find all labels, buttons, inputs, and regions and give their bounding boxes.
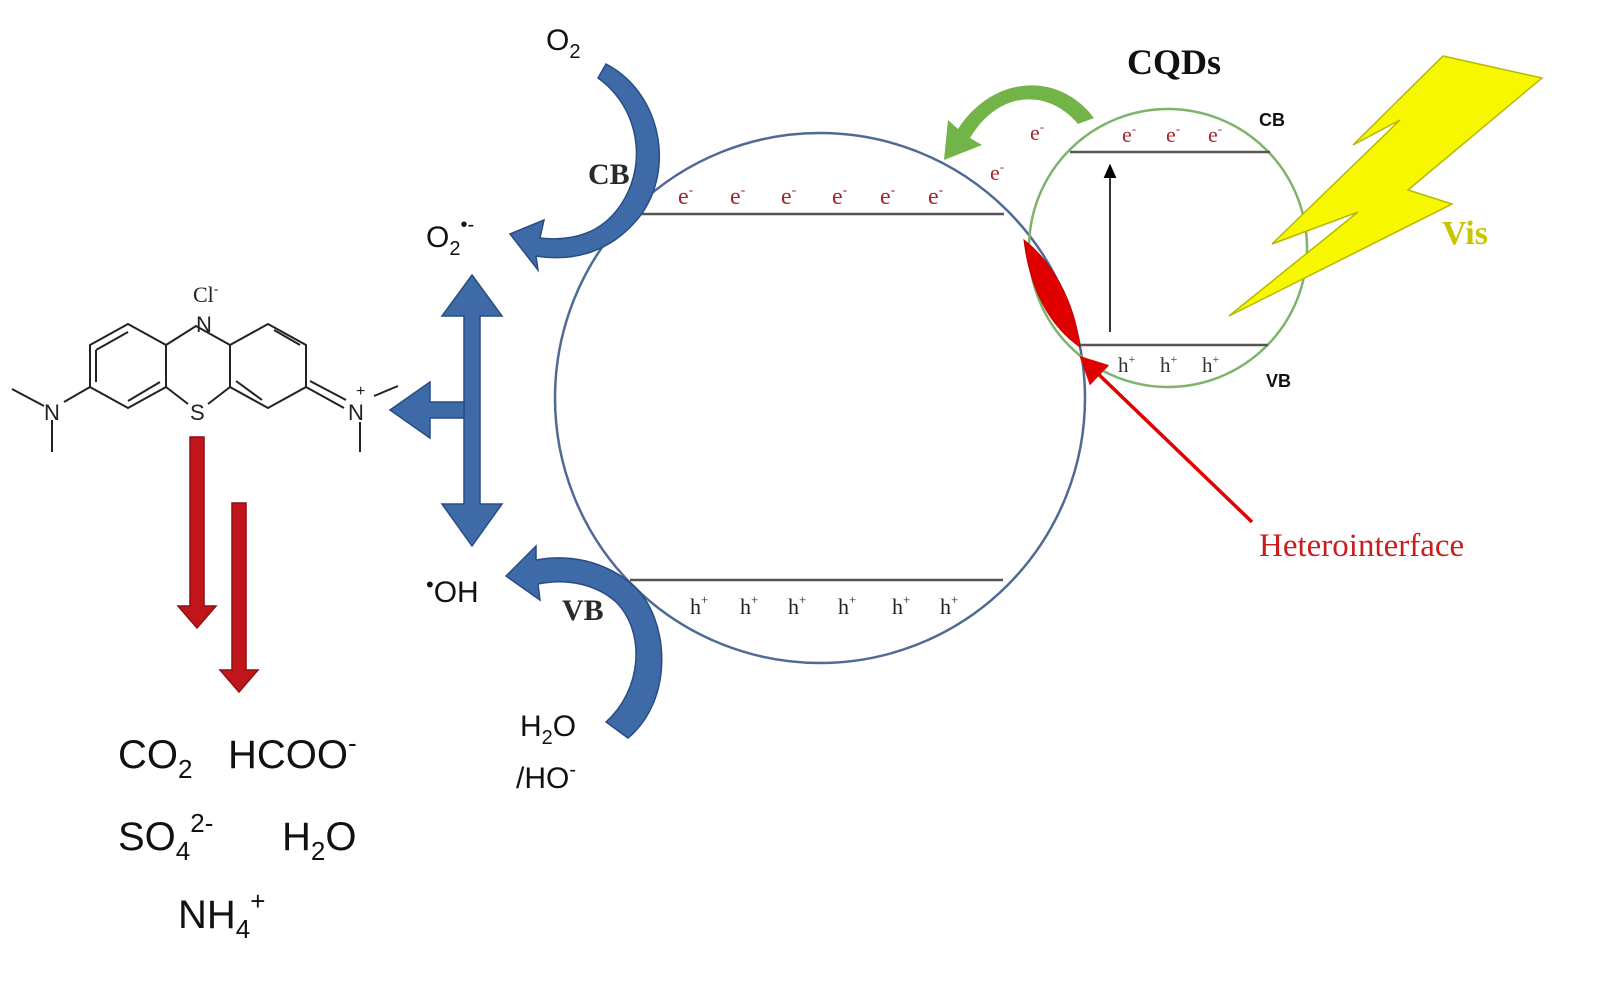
radical-attack-arrow — [388, 380, 465, 440]
product-co2: CO2 — [118, 733, 192, 784]
cqd-cb-label: CB — [1259, 110, 1285, 130]
cqd-hole: h+ — [1160, 352, 1178, 377]
heterointerface-label: Heterointerface — [1259, 528, 1464, 564]
transfer-electron: e- — [990, 159, 1004, 185]
methylene-blue-molecule — [11, 322, 399, 452]
cqd-holes: h+ h+ h+ — [1118, 352, 1220, 377]
lightning-bolt-icon — [1228, 55, 1544, 317]
left-ring — [89, 322, 167, 410]
cqd-electron: e- — [1166, 121, 1180, 147]
molecule-labels: Cl- N S N N + — [44, 282, 365, 425]
hydroxide-label: /HO- — [516, 759, 576, 795]
main-hole: h+ — [740, 592, 758, 619]
cqd-hole: h+ — [1118, 352, 1136, 377]
electron-transfer-arrow — [944, 85, 1094, 160]
product-formate: HCOO- — [228, 728, 357, 777]
cqd-vb-label: VB — [1266, 371, 1291, 391]
degradation-arrow — [218, 502, 260, 694]
main-electron: e- — [781, 183, 797, 210]
n-right-atom: N — [348, 400, 364, 425]
main-electron: e- — [832, 183, 848, 210]
main-electron: e- — [928, 183, 944, 210]
main-hole: h+ — [788, 592, 806, 619]
superoxide-label: O2•- — [426, 214, 474, 260]
degradation-products: CO2 HCOO- SO42- H2O NH4+ — [118, 728, 357, 944]
main-hole: h+ — [838, 592, 856, 619]
chloride-label: Cl- — [193, 282, 219, 307]
oxidation-arrow — [504, 544, 663, 739]
product-water: H2O — [282, 815, 356, 866]
heterointerface-lens — [1023, 238, 1081, 349]
radical-double-arrow — [440, 273, 504, 548]
main-vb-label: VB — [562, 594, 604, 627]
central-ring — [165, 324, 231, 405]
main-hole: h+ — [690, 592, 708, 619]
vis-label: Vis — [1442, 215, 1488, 252]
n-left-atom: N — [44, 400, 60, 425]
o2-reduction-arrow — [508, 63, 660, 273]
main-holes: h+ h+ h+ h+ h+ h+ — [690, 592, 958, 619]
main-electrons: e- e- e- e- e- e- — [678, 183, 944, 210]
main-cb-label: CB — [588, 158, 630, 191]
product-ammonium: NH4+ — [178, 886, 265, 944]
s-atom: S — [190, 400, 205, 425]
hydroxyl-radical-label: •OH — [426, 572, 479, 609]
main-particle-circle — [553, 131, 1087, 665]
cqd-electrons: e- e- e- — [1122, 121, 1222, 147]
main-electron: e- — [730, 183, 746, 210]
main-hole: h+ — [892, 592, 910, 619]
transfer-electrons: e- e- — [990, 119, 1044, 185]
cqd-hole: h+ — [1202, 352, 1220, 377]
cqd-electron: e- — [1208, 121, 1222, 147]
degradation-arrow — [176, 436, 218, 630]
product-sulfate: SO42- — [118, 808, 213, 866]
n-top-atom: N — [196, 312, 212, 337]
o2-label: O2 — [546, 24, 580, 63]
cqd-electron: e- — [1122, 121, 1136, 147]
main-electron: e- — [678, 183, 694, 210]
cqd-title: CQDs — [1127, 42, 1221, 82]
heterointerface-arrow — [1079, 355, 1254, 524]
n-right-charge: + — [356, 383, 365, 400]
water-label: H2O — [520, 710, 576, 749]
transfer-electron: e- — [1030, 119, 1044, 145]
right-ring — [229, 322, 307, 410]
main-hole: h+ — [940, 592, 958, 619]
main-electron: e- — [880, 183, 896, 210]
